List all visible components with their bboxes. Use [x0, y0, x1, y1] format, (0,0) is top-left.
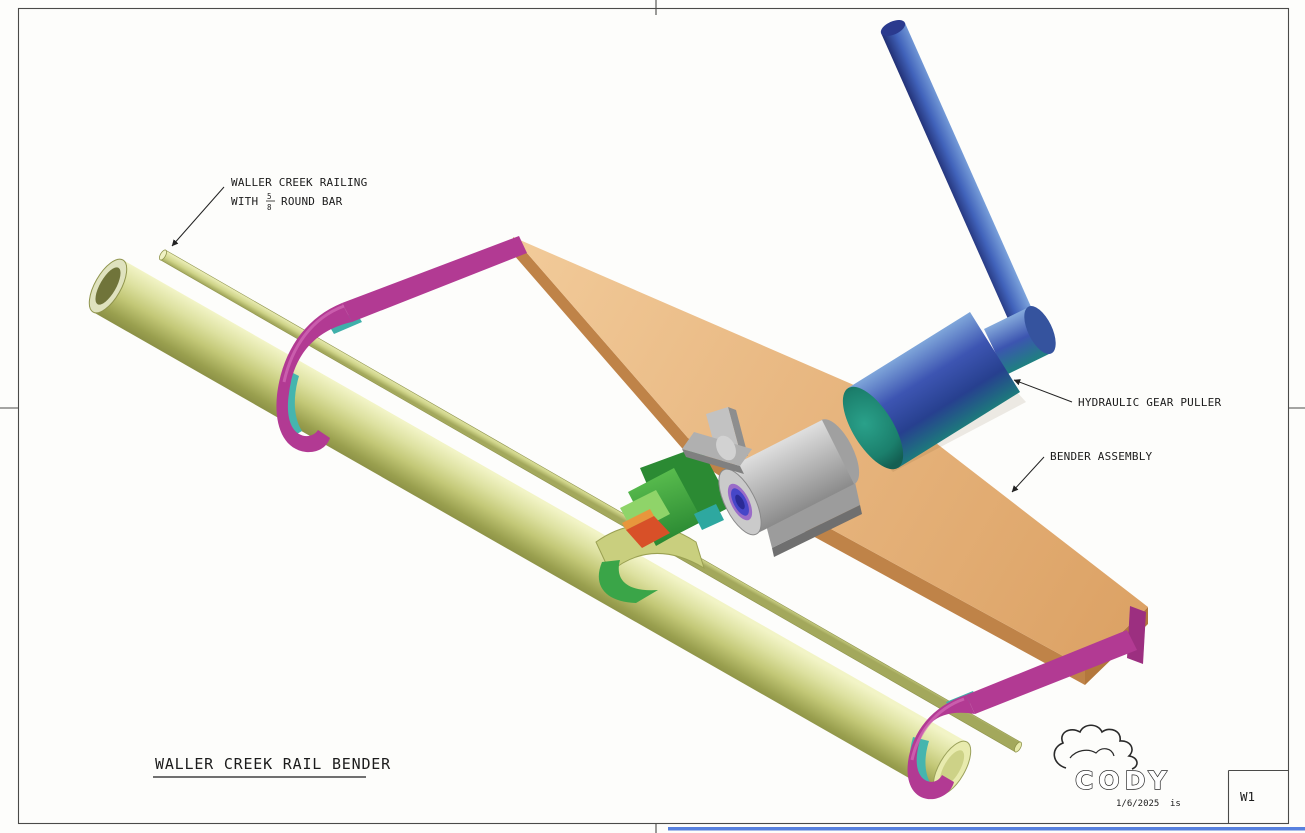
railing-label-line1: WALLER CREEK RAILING	[231, 176, 367, 189]
drawing-title-group: WALLER CREEK RAIL BENDER W1 1/6/2025 is	[153, 755, 1255, 809]
callout-leaders	[171, 186, 1073, 493]
round-bar-end-left	[159, 249, 167, 261]
rail-body	[93, 260, 967, 794]
round-bar	[159, 249, 1022, 753]
wing-crank	[682, 407, 862, 557]
clamp-foot	[598, 560, 658, 603]
round-bar-end-right	[1014, 741, 1022, 753]
puller-neck-cap	[1024, 306, 1056, 354]
crank-base-edge	[772, 505, 862, 557]
rear-strap-hook	[907, 695, 975, 800]
hydraulic-gear-puller	[842, 20, 1056, 470]
cody-logo-doodle-icon	[1053, 724, 1138, 770]
scan-artifact-line	[668, 827, 1305, 831]
railing-leader-line	[171, 186, 225, 247]
drawing-initials: is	[1170, 799, 1181, 809]
title-block-lines	[1227, 769, 1289, 824]
front-strap-band	[342, 236, 527, 322]
bender-leader-line	[1011, 456, 1045, 493]
railing-label-with: WITH	[231, 195, 258, 208]
wing-arm-vertical-side	[728, 407, 748, 456]
clamp-wedge	[626, 516, 670, 548]
clamp-wedge-top	[622, 509, 654, 530]
railing-label-roundbar: ROUND BAR	[281, 195, 343, 208]
railing-fraction-denominator: 8	[267, 203, 272, 212]
puller-handle-end-cap	[880, 20, 906, 36]
callout-texts: WALLER CREEK RAILING WITH 5 8 ROUND BAR …	[231, 176, 1221, 463]
front-strap-highlight	[282, 304, 345, 383]
cody-logo-doodle2-icon	[1069, 748, 1115, 759]
sheet-number: W1	[1240, 789, 1255, 804]
cody-logo: CODY	[1053, 724, 1172, 796]
pivot-hole-core	[735, 494, 745, 510]
drawing-title: WALLER CREEK RAIL BENDER	[155, 755, 391, 773]
wing-arm-horizontal-side	[682, 449, 744, 474]
rear-strap	[907, 606, 1146, 800]
bender-plate-bottom-edge	[513, 237, 1085, 685]
drawing-date: 1/6/2025	[1116, 799, 1159, 809]
rail-tube	[88, 258, 972, 796]
clamp-assembly	[595, 446, 732, 603]
clamp-tooth-teal	[694, 504, 724, 530]
front-strap	[276, 236, 527, 453]
hydraulic-leader-line	[1013, 379, 1073, 403]
rail-bore-left	[95, 267, 121, 305]
bender-label: BENDER ASSEMBLY	[1050, 450, 1153, 463]
puller-cylinder-cap	[842, 386, 904, 470]
wing-hub	[716, 435, 736, 461]
railing-fraction-numerator: 5	[267, 192, 272, 201]
rail-bore-right	[939, 750, 965, 786]
rear-strap-band	[966, 630, 1137, 714]
rear-strap-highlight	[910, 697, 965, 761]
cody-logo-text: CODY	[1075, 766, 1172, 795]
rear-strap-attach	[1127, 606, 1146, 664]
sheet-border	[17, 7, 1290, 825]
puller-handle	[881, 23, 1040, 337]
hydraulic-label: HYDRAULIC GEAR PULLER	[1078, 396, 1221, 409]
front-strap-hook	[276, 303, 352, 453]
